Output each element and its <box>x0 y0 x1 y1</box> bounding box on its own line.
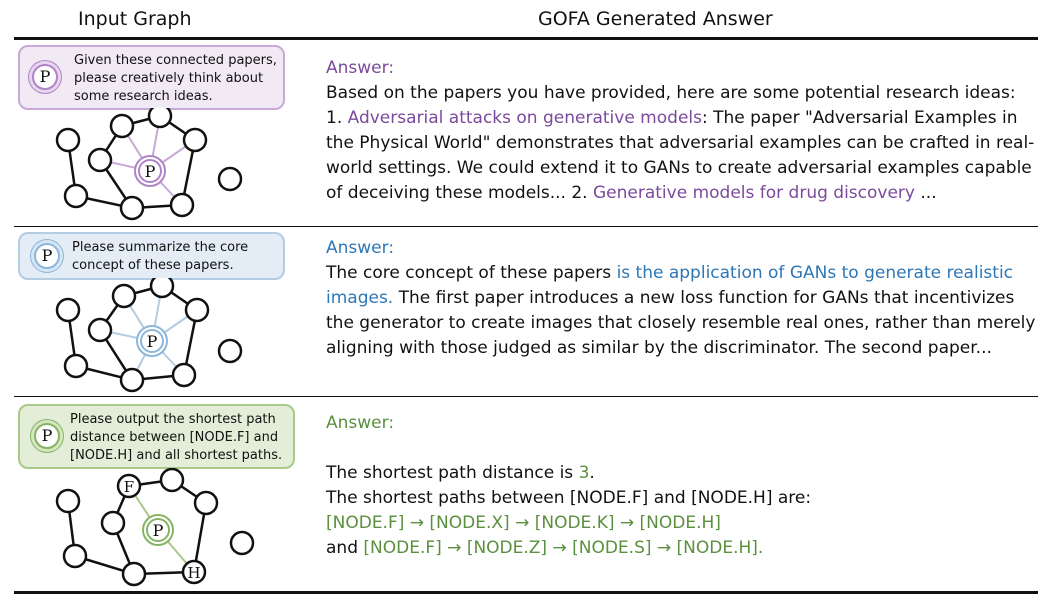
center-node-label: P <box>147 332 158 351</box>
graph-node <box>119 367 145 393</box>
answer-text: Answer: The core concept of these papers… <box>326 236 1041 361</box>
node-f-label: F <box>124 478 134 496</box>
row-divider-2 <box>14 396 1038 397</box>
header-generated-answer: GOFA Generated Answer <box>538 8 773 30</box>
prompt-text: Please summarize the core concept of the… <box>72 240 249 273</box>
idea-title: Adversarial attacks on generative models <box>347 108 702 128</box>
prompt-text: Please output the shortest path distance… <box>70 412 283 463</box>
paper-node-icon: P <box>34 423 60 449</box>
answer-path-1: [NODE.F] → [NODE.X] → [NODE.K] → [NODE.H… <box>326 513 721 533</box>
idea-title: Generative models for drug discovery <box>592 183 915 203</box>
answer-text: Answer: The shortest path distance is 3.… <box>326 411 1041 561</box>
graph-node <box>147 108 173 129</box>
center-node <box>138 159 162 183</box>
graph-node <box>63 353 89 379</box>
graph-node <box>100 510 126 536</box>
answer-highlight: is the application of GANs to generate r… <box>326 263 1014 308</box>
distance-value: 3 <box>578 463 590 483</box>
paper-node-icon: P <box>32 64 58 90</box>
graph-node <box>171 362 197 388</box>
top-rule <box>14 37 1038 40</box>
graph-node <box>109 113 135 139</box>
graph-node <box>169 192 195 218</box>
answer-text: Answer: Based on the papers you have pro… <box>326 56 1041 206</box>
answer-path-2: and [NODE.F] → [NODE.Z] → [NODE.S] → [NO… <box>326 538 764 558</box>
graph-node <box>87 317 113 343</box>
graph-node <box>55 488 81 514</box>
graph-node <box>159 468 185 493</box>
answer-distance: The shortest path distance is 3. <box>326 463 595 483</box>
center-node <box>146 518 170 542</box>
bottom-rule <box>14 591 1038 594</box>
prompt-box: P Please output the shortest path distan… <box>18 404 295 469</box>
graph-node <box>229 530 255 556</box>
graph-node <box>217 166 243 192</box>
paper-node-icon: P <box>34 243 60 269</box>
graph-node <box>149 278 175 299</box>
answer-label: Answer: <box>326 58 395 78</box>
answer-label: Answer: <box>326 238 395 258</box>
row-divider-1 <box>14 226 1038 227</box>
center-node-label: P <box>145 162 156 181</box>
graph-node <box>121 561 147 587</box>
graph-node <box>193 490 219 516</box>
graph-node <box>217 338 243 364</box>
center-node <box>140 329 164 353</box>
graph-node <box>87 147 113 173</box>
graph-node <box>55 127 81 153</box>
node-h-label: H <box>187 564 200 582</box>
graph-node <box>119 195 145 221</box>
graph-node <box>182 127 208 153</box>
prompt-box: P Please summarize the core concept of t… <box>18 232 285 280</box>
graph-node <box>63 183 89 209</box>
answer-body: 1. Adversarial attacks on generative mod… <box>326 108 1035 203</box>
prompt-text: Given these connected papers, please cre… <box>74 53 277 104</box>
answer-body: The core concept of these papers is the … <box>326 263 1036 358</box>
graph-diagram: P <box>55 278 243 393</box>
graph-node-f <box>116 473 142 499</box>
graph-diagram: F H P <box>55 468 255 587</box>
graph-node <box>62 543 88 569</box>
answer-intro: Based on the papers you have provided, h… <box>326 83 1016 103</box>
graph-node <box>111 283 137 309</box>
answer-label: Answer: <box>326 413 395 433</box>
answer-paths-intro: The shortest paths between [NODE.F] and … <box>326 488 812 508</box>
graph-node <box>55 297 81 323</box>
graph-node-h <box>181 559 207 585</box>
center-node-label: P <box>153 521 164 540</box>
header-input-graph: Input Graph <box>78 8 192 30</box>
graph-diagram: P <box>55 108 243 221</box>
prompt-box: P Given these connected papers, please c… <box>18 45 285 110</box>
graph-node <box>184 297 210 323</box>
